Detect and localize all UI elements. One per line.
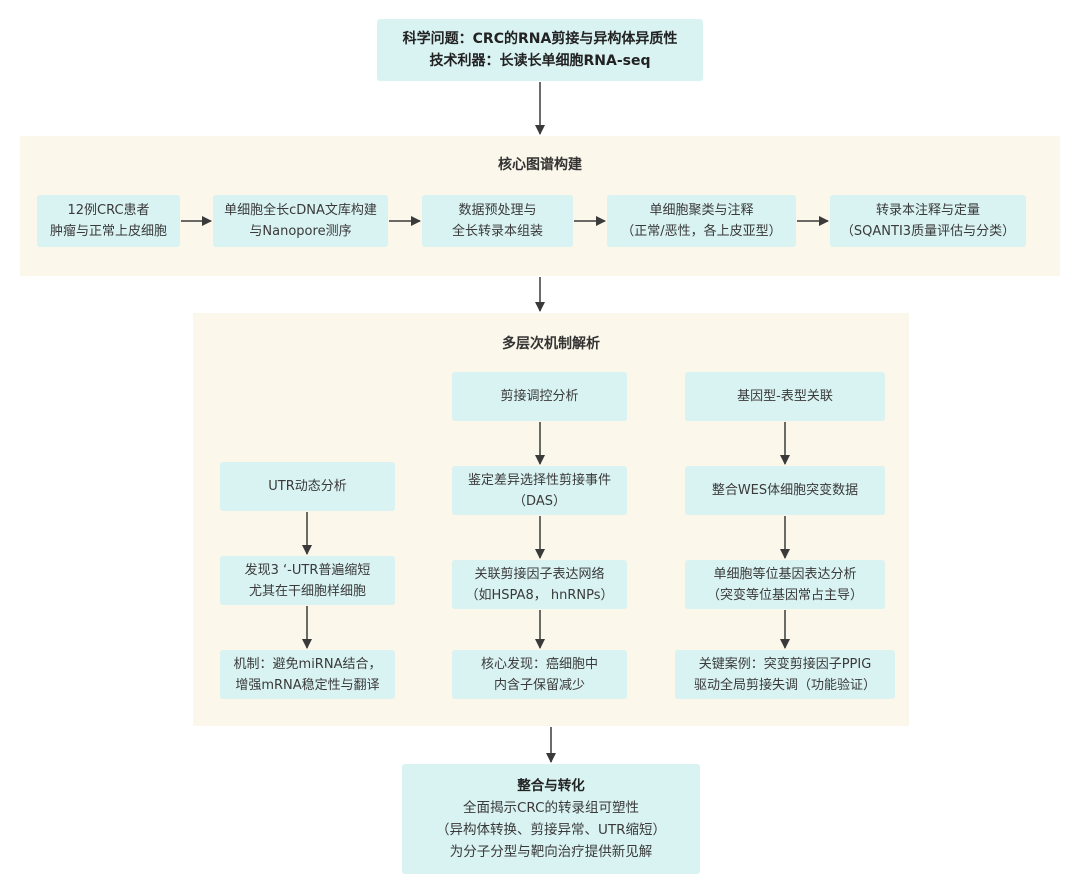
integration-line3: 为分子分型与靶向治疗提供新见解: [449, 844, 653, 860]
step-preprocessing-line1: 数据预处理与: [458, 203, 537, 218]
integration-line2: （异构体转换、剪接异常、UTR缩短）: [435, 822, 666, 838]
step-library-line1: 单细胞全长cDNA文库构建: [224, 203, 377, 218]
step-library-line2: 与Nanopore测序: [249, 224, 352, 239]
step-clustering-line2: （正常/恶性，各上皮亚型）: [621, 224, 782, 239]
splicing-das-box: 鉴定差异选择性剪接事件 （DAS）: [452, 466, 627, 515]
genotype-header-box: 基因型-表型关联: [685, 372, 885, 421]
utr-finding-box: 发现3 ‘-UTR普遍缩短 尤其在干细胞样细胞: [220, 556, 395, 605]
utr-mechanism-line2: 增强mRNA稳定性与翻译: [235, 677, 380, 693]
splicing-finding-box: 核心发现：癌细胞中 内含子保留减少: [452, 650, 627, 699]
splicing-finding-line2: 内含子保留减少: [493, 677, 585, 693]
mechanism-title: 多层次机制解析: [502, 336, 600, 352]
genotype-allele-line1: 单细胞等位基因表达分析: [713, 566, 857, 582]
genotype-header-text: 基因型-表型关联: [737, 389, 833, 404]
step-annotation: 转录本注释与定量 （SQANTI3质量评估与分类）: [830, 195, 1026, 247]
splicing-finding-line1: 核心发现：癌细胞中: [480, 656, 598, 672]
step-library: 单细胞全长cDNA文库构建 与Nanopore测序: [213, 195, 388, 247]
step-preprocessing-line2: 全长转录本组装: [451, 224, 543, 239]
splicing-das-line1: 鉴定差异选择性剪接事件: [467, 472, 611, 488]
splicing-network-line1: 关联剪接因子表达网络: [474, 566, 605, 582]
splicing-header-text: 剪接调控分析: [500, 389, 579, 404]
step-annotation-line1: 转录本注释与定量: [875, 203, 980, 218]
scientific-question-text: 科学问题：CRC的RNA剪接与异构体异质性: [402, 31, 678, 47]
genotype-case-box: 关键案例：突变剪接因子PPIG 驱动全局剪接失调（功能验证）: [675, 650, 895, 699]
integration-title: 整合与转化: [517, 778, 585, 794]
utr-mechanism-box: 机制：避免miRNA结合， 增强mRNA稳定性与翻译: [220, 650, 395, 699]
splicing-das-line2: （DAS）: [513, 493, 566, 509]
splicing-header-box: 剪接调控分析: [452, 372, 627, 421]
genotype-wes-text: 整合WES体细胞突变数据: [711, 483, 859, 498]
utr-finding-line1: 发现3 ‘-UTR普遍缩短: [244, 562, 371, 578]
genotype-case-line2: 驱动全局剪接失调（功能验证）: [693, 677, 876, 693]
genotype-allele-box: 单细胞等位基因表达分析 （突变等位基因常占主导）: [685, 560, 885, 609]
step-preprocessing: 数据预处理与 全长转录本组装: [422, 195, 573, 247]
step-patients: 12例CRC患者 肿瘤与正常上皮细胞: [37, 195, 180, 247]
utr-header-text: UTR动态分析: [268, 479, 347, 494]
utr-finding-line2: 尤其在干细胞样细胞: [248, 583, 366, 599]
step-clustering-line1: 单细胞聚类与注释: [649, 203, 754, 218]
utr-header-box: UTR动态分析: [220, 462, 395, 511]
genotype-case-line1: 关键案例：突变剪接因子PPIG: [698, 656, 872, 672]
step-patients-line2: 肿瘤与正常上皮细胞: [49, 224, 167, 239]
genotype-wes-box: 整合WES体细胞突变数据: [685, 466, 885, 515]
step-patients-line1: 12例CRC患者: [67, 203, 150, 218]
step-annotation-line2: （SQANTI3质量评估与分类）: [840, 224, 1016, 239]
step-clustering: 单细胞聚类与注释 （正常/恶性，各上皮亚型）: [607, 195, 796, 247]
core-atlas-title: 核心图谱构建: [498, 157, 582, 173]
integration-box: 整合与转化 全面揭示CRC的转录组可塑性 （异构体转换、剪接异常、UTR缩短） …: [402, 764, 700, 874]
scientific-question-box: 科学问题：CRC的RNA剪接与异构体异质性 技术利器：长读长单细胞RNA-seq: [377, 19, 703, 81]
splicing-network-line2: （如HSPA8， hnRNPs）: [465, 587, 614, 603]
splicing-network-box: 关联剪接因子表达网络 （如HSPA8， hnRNPs）: [452, 560, 627, 609]
technology-text: 技术利器：长读长单细胞RNA-seq: [429, 53, 651, 69]
utr-mechanism-line1: 机制：避免miRNA结合，: [233, 656, 382, 672]
genotype-allele-line2: （突变等位基因常占主导）: [706, 587, 863, 603]
integration-line1: 全面揭示CRC的转录组可塑性: [462, 800, 640, 816]
